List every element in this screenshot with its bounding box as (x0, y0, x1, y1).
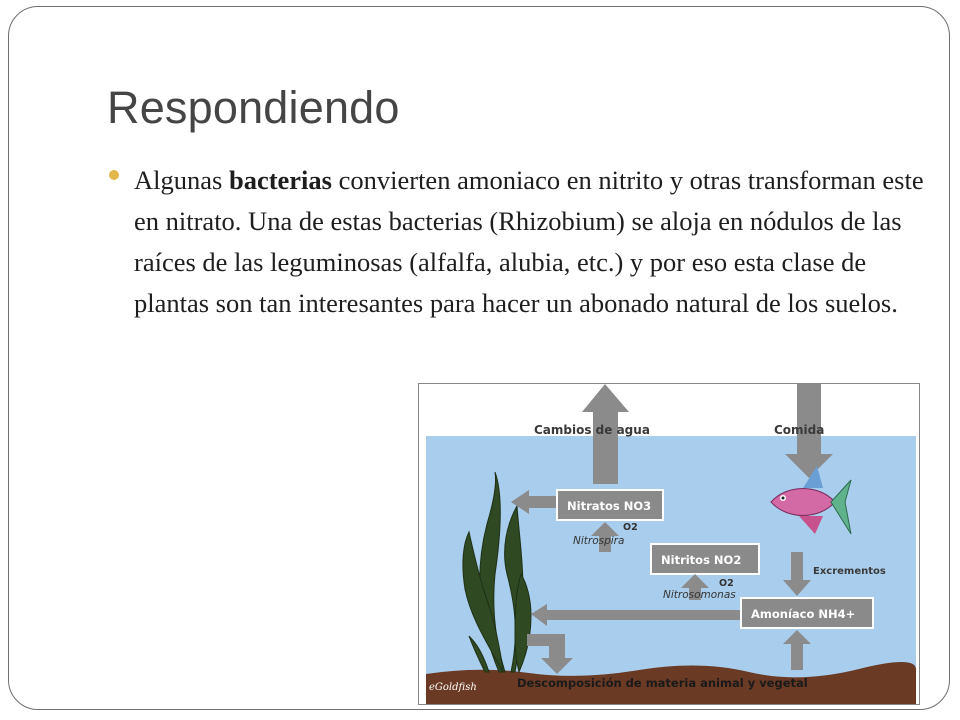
excrements-label: Excrementos (813, 566, 886, 577)
ground-area (426, 661, 917, 704)
plant-to-ground-arrow (527, 634, 573, 674)
o2-label-nitrosomonas: O2 (719, 578, 734, 589)
excrement-arrow (783, 552, 811, 596)
fish-icon (770, 466, 852, 535)
nitrites-to-nitrates-arrow (591, 522, 619, 552)
bullet-text-bold: bacterias (228, 165, 332, 195)
nitrites-box (650, 543, 760, 575)
nitrites-label: Nitritos NO2 (661, 553, 741, 567)
slide-title: Respondiendo (107, 82, 400, 133)
bullet-text-suffix: convierten amoniaco en nitrito y otras t… (134, 165, 924, 318)
food-arrow-stem (797, 384, 821, 436)
nitrogen-cycle-diagram: Cambios de agua Comida Nitratos NO3 O2 N… (426, 384, 917, 704)
water-change-arrow (582, 384, 629, 484)
food-arrow (785, 436, 833, 478)
ammonia-to-plant-arrow (531, 604, 741, 626)
food-label: Comida (774, 423, 824, 437)
water-changes-label: Cambios de agua (534, 423, 650, 437)
ammonia-label: Amoníaco NH4+ (751, 607, 855, 621)
nitrates-to-plant-arrow (511, 490, 557, 514)
ammonia-to-nitrites-arrow (681, 574, 709, 600)
decomposition-label: Descomposición de materia animal y veget… (517, 676, 808, 690)
nitrates-label: Nitratos NO3 (567, 499, 651, 513)
plant-icon (462, 471, 532, 674)
decomposition-to-ammonia-arrow (783, 630, 811, 670)
nitrosomonas-label: Nitrosomonas (663, 589, 736, 601)
ammonia-box (740, 597, 874, 629)
nitrogen-cycle-figure: Cambios de agua Comida Nitratos NO3 O2 N… (418, 383, 920, 705)
bullet-text-prefix: Algunas (134, 165, 229, 195)
nitrates-box (556, 489, 664, 521)
bullet-icon (109, 170, 119, 180)
nitrospira-label: Nitrospira (573, 535, 624, 547)
egoldfish-logo: eGoldfish (429, 682, 477, 693)
bullet-text: Algunas bacterias convierten amoniaco en… (134, 160, 924, 324)
o2-label-nitrospira: O2 (623, 522, 638, 533)
